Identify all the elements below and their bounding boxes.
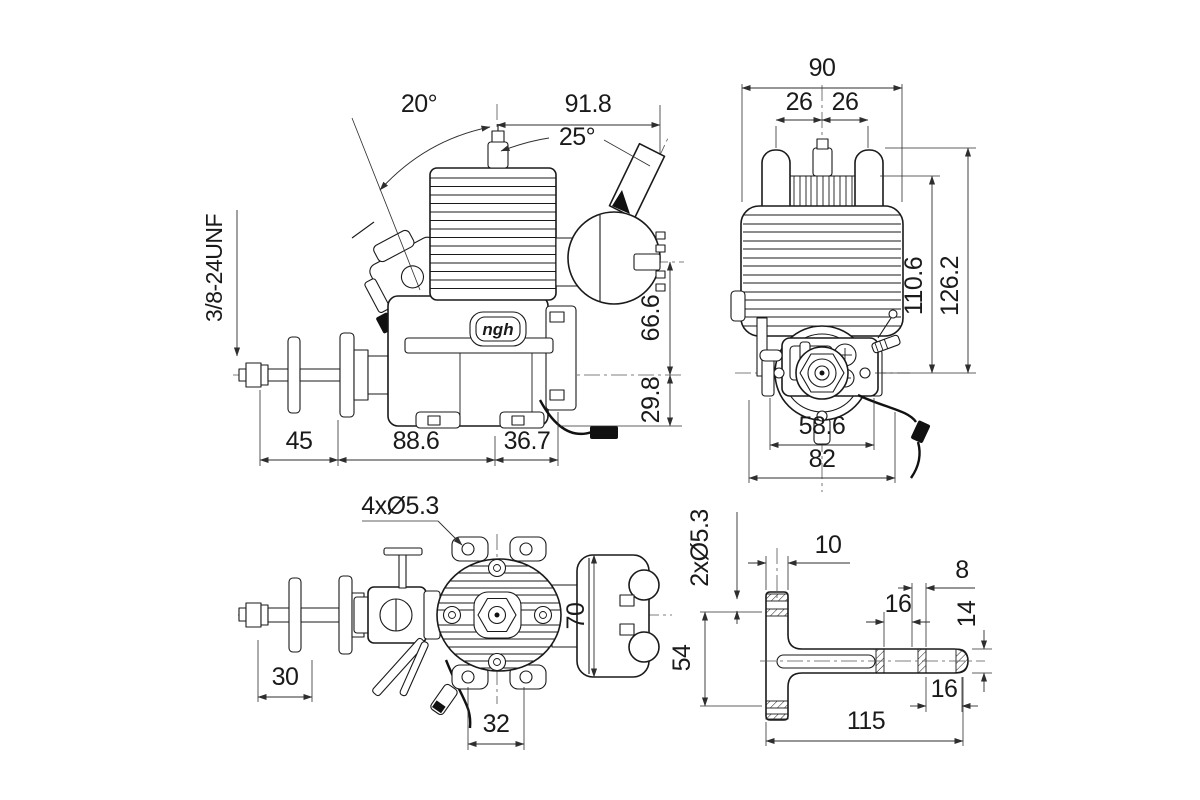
rear-view: 90 26 26 110.6 126.2 58.6 82 xyxy=(730,54,976,492)
mount-view-dimensions: 2xØ5.3 10 8 16 14 54 xyxy=(668,509,992,746)
exhaust-outlet xyxy=(628,569,660,601)
dim-angle-20: 20° xyxy=(401,90,437,118)
dim-4x5-3: 4xØ5.3 xyxy=(361,492,439,520)
dim-88-6: 88.6 xyxy=(393,427,440,455)
prop-shaft xyxy=(238,332,389,418)
dim-2x5-3: 2xØ5.3 xyxy=(686,509,714,587)
cooling-fins xyxy=(430,177,556,289)
spark-plug-rear xyxy=(812,147,833,177)
dim-58-6: 58.6 xyxy=(799,412,846,440)
dim-26-left: 26 xyxy=(786,88,813,116)
top-view: 4xØ5.3 70 30 32 xyxy=(238,492,672,750)
prop-hub-rear xyxy=(773,346,871,422)
dim-29-8: 29.8 xyxy=(637,377,665,424)
side-view: ngh 20° xyxy=(201,90,684,466)
wire-connector xyxy=(590,426,618,439)
choke-lever xyxy=(351,221,375,239)
dim-26-right: 26 xyxy=(832,88,859,116)
throttle-arm xyxy=(383,547,423,556)
bracket-slot xyxy=(776,654,876,669)
wire-connector-rear xyxy=(911,420,931,443)
dim-16-top: 16 xyxy=(885,590,912,618)
dim-82: 82 xyxy=(809,445,836,473)
prop-hub-disc xyxy=(339,332,355,418)
crankcase-side: ngh xyxy=(387,295,577,429)
crankcase-top xyxy=(436,558,562,672)
carburetor-top xyxy=(353,547,472,729)
dim-30: 30 xyxy=(272,663,299,691)
fuel-nipple xyxy=(430,683,458,716)
cylinder-side xyxy=(429,124,557,301)
brand-logo: ngh xyxy=(482,320,513,339)
dim-thread-spec: 3/8-24UNF xyxy=(201,214,227,322)
lug-hole xyxy=(519,542,533,556)
dim-10: 10 xyxy=(815,531,842,559)
exhaust-outlet xyxy=(628,631,660,663)
top-view-dimensions: 4xØ5.3 70 30 32 xyxy=(257,492,598,750)
dim-110-6: 110.6 xyxy=(900,257,928,315)
dim-54: 54 xyxy=(668,644,696,671)
dim-66-6: 66.6 xyxy=(637,295,665,342)
dim-32: 32 xyxy=(483,710,510,738)
muffler-side xyxy=(555,142,666,305)
dim-90: 90 xyxy=(809,54,836,82)
ignition-wire xyxy=(538,399,593,436)
muffler-bolt xyxy=(633,253,661,271)
dim-36-7: 36.7 xyxy=(504,427,551,455)
dim-45: 45 xyxy=(286,427,313,455)
mount-bracket-view: 2xØ5.3 10 8 16 14 54 xyxy=(668,509,992,746)
dim-8: 8 xyxy=(955,556,968,584)
dim-14: 14 xyxy=(953,600,981,627)
lug-hole xyxy=(461,542,475,556)
rear-view-dimensions: 90 26 26 110.6 126.2 58.6 82 xyxy=(741,54,976,483)
lug-hole xyxy=(461,670,475,684)
choke-lever-top xyxy=(372,637,426,697)
dim-angle-25: 25° xyxy=(559,123,595,151)
lug-hole xyxy=(519,670,533,684)
dim-91-8: 91.8 xyxy=(565,90,612,118)
dim-126-2: 126.2 xyxy=(936,256,964,316)
dim-70: 70 xyxy=(562,603,590,630)
dim-115: 115 xyxy=(847,707,885,735)
ignition-wire-rear xyxy=(857,393,917,423)
side-view-dimensions: 20° 91.8 25° 3/8-24UNF 66.6 29.8 45 88.6… xyxy=(201,90,682,466)
mount-lugs xyxy=(451,536,547,690)
dim-16-bottom: 16 xyxy=(931,675,958,703)
wire-top xyxy=(444,659,472,729)
spinner-backplate xyxy=(287,336,301,414)
spark-plug xyxy=(487,141,509,169)
